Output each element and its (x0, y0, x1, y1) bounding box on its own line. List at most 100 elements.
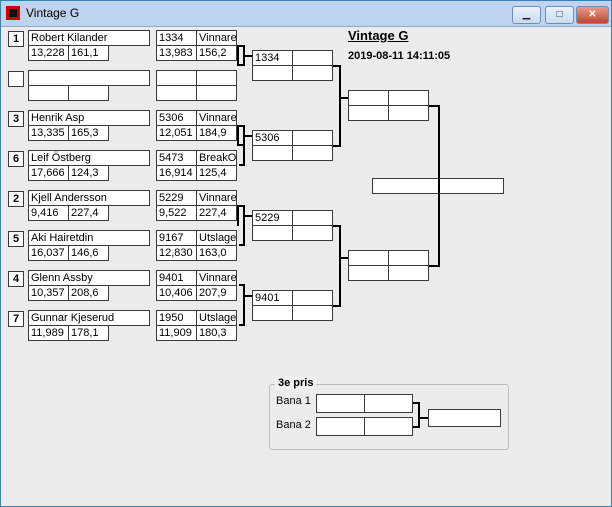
player-result[interactable]: Utslagen (196, 310, 237, 326)
semi-id[interactable] (348, 90, 389, 106)
close-button[interactable]: ✕ (576, 6, 609, 24)
round-speed[interactable]: 163,0 (196, 245, 237, 261)
player-name[interactable]: Glenn Assby (28, 270, 150, 286)
round-time[interactable]: 11,909 (156, 325, 197, 341)
round2-time[interactable] (252, 225, 293, 241)
player-id[interactable]: 9167 (156, 230, 197, 246)
player-speed[interactable]: 146,6 (68, 245, 109, 261)
seed-2: 2 (8, 191, 24, 207)
semi-result[interactable] (388, 90, 429, 106)
minimize-button[interactable]: ▁ (512, 6, 541, 24)
player-result[interactable]: Vinnare (196, 190, 237, 206)
player-time[interactable]: 17,666 (28, 165, 69, 181)
semi-time[interactable] (348, 105, 389, 121)
round2-speed[interactable] (292, 145, 333, 161)
player-id[interactable]: 1334 (156, 30, 197, 46)
player-speed[interactable]: 165,3 (68, 125, 109, 141)
seed-4: 4 (8, 271, 24, 287)
semi-time[interactable] (348, 265, 389, 281)
round2-speed[interactable] (292, 225, 333, 241)
round-time[interactable]: 13,983 (156, 45, 197, 61)
round2-speed[interactable] (292, 65, 333, 81)
semi-result[interactable] (388, 250, 429, 266)
round2-result[interactable] (292, 290, 333, 306)
player-name[interactable]: Leif Östberg (28, 150, 150, 166)
seed-7: 7 (8, 311, 24, 327)
semi-speed[interactable] (388, 265, 429, 281)
round2-time[interactable] (252, 65, 293, 81)
round-speed[interactable]: 184,9 (196, 125, 237, 141)
player-id[interactable]: 5229 (156, 190, 197, 206)
maximize-button[interactable]: □ (545, 6, 574, 24)
player-speed[interactable]: 227,4 (68, 205, 109, 221)
round2-id[interactable]: 5229 (252, 210, 293, 226)
round2-id[interactable]: 1334 (252, 50, 293, 66)
round2-id[interactable]: 5306 (252, 130, 293, 146)
app-icon (6, 6, 20, 20)
semi-id[interactable] (348, 250, 389, 266)
player-result[interactable]: Utslagen (196, 230, 237, 246)
player-time[interactable]: 10,357 (28, 285, 69, 301)
window-title: Vintage G (26, 6, 80, 20)
page-title: Vintage G (348, 28, 409, 43)
player-id[interactable]: 5306 (156, 110, 197, 126)
player-speed[interactable]: 124,3 (68, 165, 109, 181)
round-speed[interactable]: 156,2 (196, 45, 237, 61)
semi-speed[interactable] (388, 105, 429, 121)
seed-6: 6 (8, 151, 24, 167)
lane2-player[interactable] (316, 417, 365, 436)
seed-5: 5 (8, 231, 24, 247)
player-time[interactable]: 13,228 (28, 45, 69, 61)
round2-result[interactable] (292, 210, 333, 226)
round-speed[interactable] (196, 85, 237, 101)
third-place-group (269, 384, 509, 450)
round-time[interactable]: 12,051 (156, 125, 197, 141)
round-speed[interactable]: 227,4 (196, 205, 237, 221)
seed-empty (8, 71, 24, 87)
player-speed[interactable] (68, 85, 109, 101)
player-result[interactable] (196, 70, 237, 86)
player-time[interactable]: 13,335 (28, 125, 69, 141)
player-name[interactable]: Robert Kilander (28, 30, 150, 46)
lane1-player[interactable] (316, 394, 365, 413)
player-time[interactable]: 16,037 (28, 245, 69, 261)
round-speed[interactable]: 180,3 (196, 325, 237, 341)
player-speed[interactable]: 178,1 (68, 325, 109, 341)
lane2-result[interactable] (364, 417, 413, 436)
player-result[interactable]: Vinnare (196, 30, 237, 46)
round2-time[interactable] (252, 305, 293, 321)
player-name[interactable] (28, 70, 150, 86)
round2-speed[interactable] (292, 305, 333, 321)
player-result[interactable]: Vinnare (196, 110, 237, 126)
round-time[interactable]: 12,830 (156, 245, 197, 261)
round-speed[interactable]: 125,4 (196, 165, 237, 181)
round-time[interactable] (156, 85, 197, 101)
player-result[interactable]: BreakOut (196, 150, 237, 166)
round-time[interactable]: 9,522 (156, 205, 197, 221)
player-speed[interactable]: 208,6 (68, 285, 109, 301)
player-time[interactable]: 9,416 (28, 205, 69, 221)
player-speed[interactable]: 161,1 (68, 45, 109, 61)
round2-id[interactable]: 9401 (252, 290, 293, 306)
player-result[interactable]: Vinnare (196, 270, 237, 286)
player-time[interactable] (28, 85, 69, 101)
player-name[interactable]: Gunnar Kjeserud (28, 310, 150, 326)
player-id[interactable]: 1950 (156, 310, 197, 326)
player-id[interactable]: 5473 (156, 150, 197, 166)
third-place-winner[interactable] (428, 409, 501, 427)
lane1-result[interactable] (364, 394, 413, 413)
round-speed[interactable]: 207,9 (196, 285, 237, 301)
round-time[interactable]: 16,914 (156, 165, 197, 181)
round2-time[interactable] (252, 145, 293, 161)
player-id[interactable]: 9401 (156, 270, 197, 286)
round-time[interactable]: 10,406 (156, 285, 197, 301)
player-name[interactable]: Kjell Andersson (28, 190, 150, 206)
player-time[interactable]: 11,989 (28, 325, 69, 341)
round2-result[interactable] (292, 50, 333, 66)
player-name[interactable]: Henrik Asp (28, 110, 150, 126)
player-name[interactable]: Aki Hairetdin (28, 230, 150, 246)
player-id[interactable] (156, 70, 197, 86)
round2-result[interactable] (292, 130, 333, 146)
seed-1: 1 (8, 31, 24, 47)
